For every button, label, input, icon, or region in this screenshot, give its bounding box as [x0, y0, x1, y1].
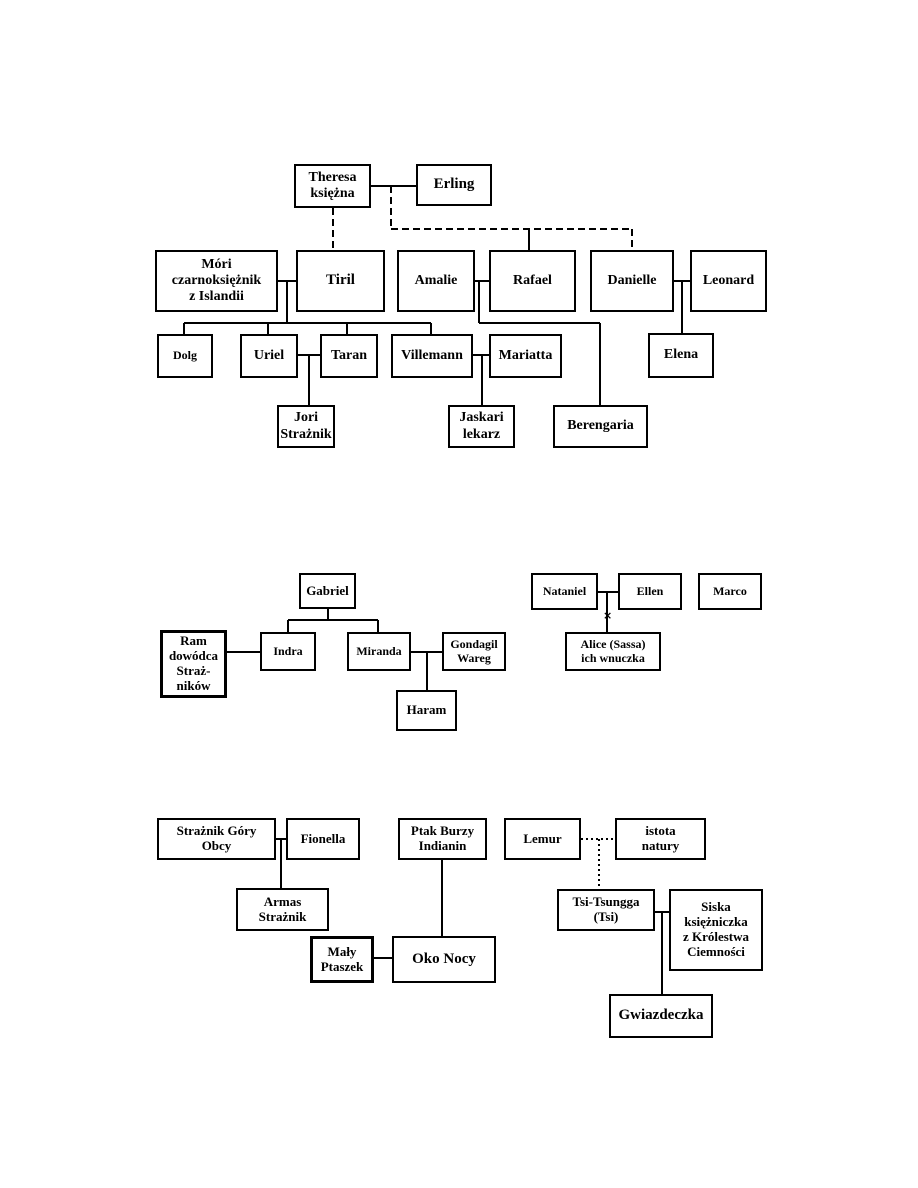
- person-box-gabriel: Gabriel: [299, 573, 356, 609]
- person-box-amalie: Amalie: [397, 250, 475, 312]
- person-box-jaskari: Jaskari lekarz: [448, 405, 515, 448]
- person-box-erling: Erling: [416, 164, 492, 206]
- person-box-straznik-gory: Strażnik Góry Obcy: [157, 818, 276, 860]
- person-box-siska: Siska księżniczka z Królestwa Ciemności: [669, 889, 763, 971]
- person-box-armas: Armas Strażnik: [236, 888, 329, 931]
- person-box-elena: Elena: [648, 333, 714, 378]
- person-box-indra: Indra: [260, 632, 316, 671]
- cross-mark: ×: [603, 609, 613, 622]
- person-box-rafael: Rafael: [489, 250, 576, 312]
- person-box-tiril: Tiril: [296, 250, 385, 312]
- person-box-marco: Marco: [698, 573, 762, 610]
- person-box-leonard: Leonard: [690, 250, 767, 312]
- person-box-haram: Haram: [396, 690, 457, 731]
- person-box-istota-natury: istota natury: [615, 818, 706, 860]
- person-box-fionella: Fionella: [286, 818, 360, 860]
- person-box-dolg: Dolg: [157, 334, 213, 378]
- person-box-tsi-tsungga: Tsi-Tsungga (Tsi): [557, 889, 655, 931]
- person-box-alice: Alice (Sassa) ich wnuczka: [565, 632, 661, 671]
- person-box-jori: Jori Strażnik: [277, 405, 335, 448]
- person-box-theresa: Theresa księżna: [294, 164, 371, 208]
- person-box-ellen: Ellen: [618, 573, 682, 610]
- person-box-gondagil: Gondagil Wareg: [442, 632, 506, 671]
- person-box-uriel: Uriel: [240, 334, 298, 378]
- person-box-ptak-burzy: Ptak Burzy Indianin: [398, 818, 487, 860]
- person-box-gwiazdeczka: Gwiazdeczka: [609, 994, 713, 1038]
- person-box-miranda: Miranda: [347, 632, 411, 671]
- person-box-taran: Taran: [320, 334, 378, 378]
- person-box-oko-nocy: Oko Nocy: [392, 936, 496, 983]
- person-box-berengaria: Berengaria: [553, 405, 648, 448]
- person-box-danielle: Danielle: [590, 250, 674, 312]
- person-box-nataniel: Nataniel: [531, 573, 598, 610]
- person-box-mori: Móri czarnoksiężnik z Islandii: [155, 250, 278, 312]
- person-box-villemann: Villemann: [391, 334, 473, 378]
- person-box-mariatta: Mariatta: [489, 334, 562, 378]
- person-box-ram: Ram dowódca Straż- ników: [160, 630, 227, 698]
- person-box-lemur: Lemur: [504, 818, 581, 860]
- person-box-maly-ptaszek: Mały Ptaszek: [310, 936, 374, 983]
